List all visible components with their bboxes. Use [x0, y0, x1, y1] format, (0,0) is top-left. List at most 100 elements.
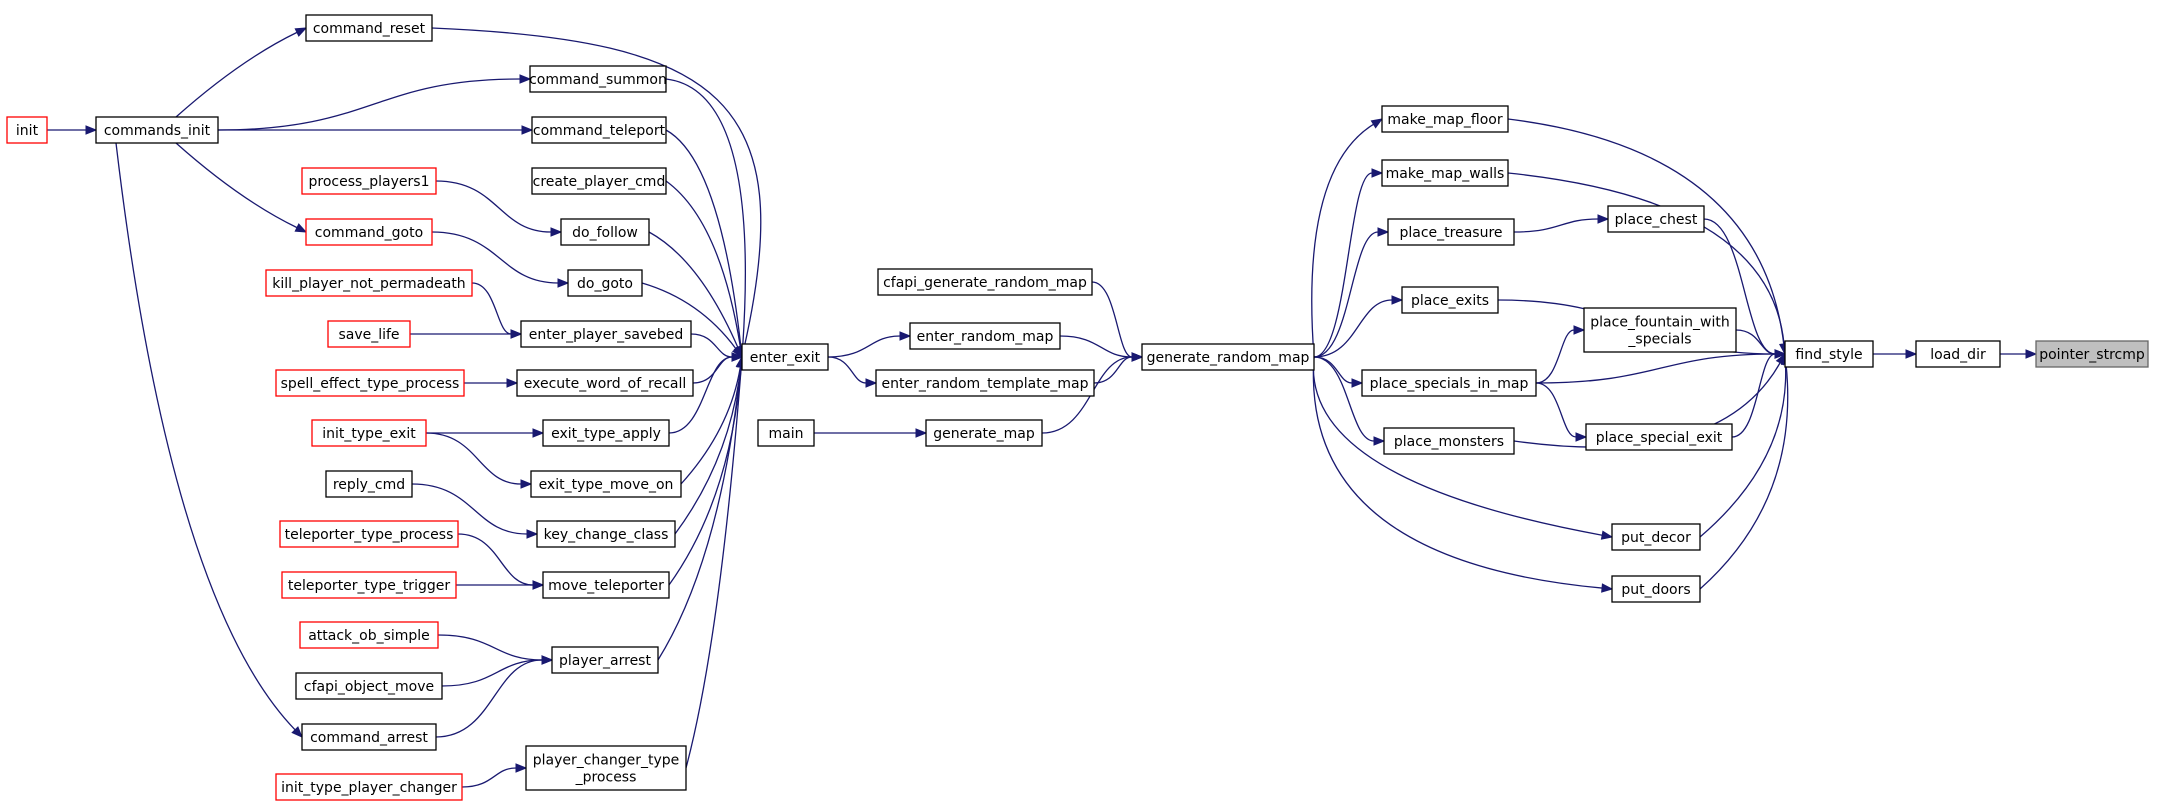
node-box-kill_player_not_permadeath[interactable] [265, 269, 473, 297]
node-kill_player_not_permadeath[interactable]: kill_player_not_permadeath [265, 269, 473, 297]
node-move_teleporter[interactable]: move_teleporter [542, 571, 670, 599]
node-box-key_change_class[interactable] [536, 520, 676, 548]
node-box-make_map_floor[interactable] [1381, 105, 1509, 133]
node-command_teleport[interactable]: command_teleport [531, 116, 667, 144]
node-box-pointer_strcmp[interactable] [2035, 340, 2149, 368]
node-box-place_fountain_with_specials[interactable] [1583, 307, 1737, 353]
node-box-spell_effect_type_process[interactable] [275, 369, 465, 397]
node-box-do_follow[interactable] [560, 218, 650, 246]
node-box-attack_ob_simple[interactable] [299, 621, 439, 649]
node-generate_map[interactable]: generate_map [925, 419, 1043, 447]
node-box-place_special_exit[interactable] [1585, 423, 1733, 451]
node-box-move_teleporter[interactable] [542, 571, 670, 599]
node-box-place_monsters[interactable] [1383, 427, 1515, 455]
node-teleporter_type_trigger[interactable]: teleporter_type_trigger [281, 571, 457, 599]
node-commands_init[interactable]: commands_init [95, 116, 219, 144]
node-command_goto[interactable]: command_goto [305, 218, 433, 246]
node-place_treasure[interactable]: place_treasure [1387, 218, 1515, 246]
node-box-enter_random_map[interactable] [909, 322, 1061, 350]
node-cfapi_generate_random_map[interactable]: cfapi_generate_random_map [877, 268, 1093, 296]
node-do_follow[interactable]: do_follow [560, 218, 650, 246]
node-box-init_type_player_changer[interactable] [275, 773, 463, 801]
node-init_type_exit[interactable]: init_type_exit [311, 419, 427, 447]
node-box-place_chest[interactable] [1607, 205, 1705, 233]
node-attack_ob_simple[interactable]: attack_ob_simple [299, 621, 439, 649]
node-box-find_style[interactable] [1784, 340, 1874, 368]
node-command_summon[interactable]: command_summon [529, 65, 667, 93]
node-box-create_player_cmd[interactable] [531, 167, 667, 195]
node-exit_type_apply[interactable]: exit_type_apply [542, 419, 670, 447]
node-init[interactable]: init [6, 116, 48, 144]
node-put_decor[interactable]: put_decor [1611, 523, 1701, 551]
node-box-make_map_walls[interactable] [1381, 159, 1509, 187]
node-box-enter_exit[interactable] [741, 343, 829, 371]
node-init_type_player_changer[interactable]: init_type_player_changer [275, 773, 463, 801]
node-box-command_reset[interactable] [305, 14, 433, 42]
node-box-load_dir[interactable] [1915, 340, 2001, 368]
node-enter_player_savebed[interactable]: enter_player_savebed [520, 320, 692, 348]
node-save_life[interactable]: save_life [327, 320, 411, 348]
node-box-exit_type_move_on[interactable] [530, 470, 682, 498]
node-place_fountain_with_specials[interactable]: place_fountain_with_specials [1583, 307, 1737, 353]
node-key_change_class[interactable]: key_change_class [536, 520, 676, 548]
node-player_changer_type_process[interactable]: player_changer_type_process [525, 745, 687, 791]
node-main[interactable]: main [757, 419, 815, 447]
node-box-command_summon[interactable] [529, 65, 667, 93]
node-teleporter_type_process[interactable]: teleporter_type_process [279, 520, 459, 548]
node-spell_effect_type_process[interactable]: spell_effect_type_process [275, 369, 465, 397]
node-pointer_strcmp[interactable]: pointer_strcmp [2035, 340, 2149, 368]
node-find_style[interactable]: find_style [1784, 340, 1874, 368]
node-box-place_specials_in_map[interactable] [1361, 369, 1537, 397]
node-box-teleporter_type_trigger[interactable] [281, 571, 457, 599]
node-put_doors[interactable]: put_doors [1611, 575, 1701, 603]
node-box-teleporter_type_process[interactable] [279, 520, 459, 548]
node-place_monsters[interactable]: place_monsters [1383, 427, 1515, 455]
node-box-enter_player_savebed[interactable] [520, 320, 692, 348]
node-command_arrest[interactable]: command_arrest [301, 723, 437, 751]
node-box-generate_random_map[interactable] [1141, 343, 1315, 371]
node-box-command_arrest[interactable] [301, 723, 437, 751]
node-enter_exit[interactable]: enter_exit [741, 343, 829, 371]
node-box-place_exits[interactable] [1401, 286, 1499, 314]
node-process_players1[interactable]: process_players1 [301, 167, 437, 195]
node-command_reset[interactable]: command_reset [305, 14, 433, 42]
node-box-process_players1[interactable] [301, 167, 437, 195]
node-box-init[interactable] [6, 116, 48, 144]
node-box-reply_cmd[interactable] [325, 470, 413, 498]
node-box-cfapi_object_move[interactable] [295, 672, 443, 700]
node-box-generate_map[interactable] [925, 419, 1043, 447]
node-make_map_walls[interactable]: make_map_walls [1381, 159, 1509, 187]
node-reply_cmd[interactable]: reply_cmd [325, 470, 413, 498]
node-enter_random_map[interactable]: enter_random_map [909, 322, 1061, 350]
node-box-do_goto[interactable] [567, 269, 643, 297]
node-place_chest[interactable]: place_chest [1607, 205, 1705, 233]
node-create_player_cmd[interactable]: create_player_cmd [531, 167, 667, 195]
node-box-command_teleport[interactable] [531, 116, 667, 144]
node-box-player_arrest[interactable] [551, 646, 659, 674]
node-box-init_type_exit[interactable] [311, 419, 427, 447]
node-cfapi_object_move[interactable]: cfapi_object_move [295, 672, 443, 700]
node-box-put_decor[interactable] [1611, 523, 1701, 551]
node-exit_type_move_on[interactable]: exit_type_move_on [530, 470, 682, 498]
node-box-save_life[interactable] [327, 320, 411, 348]
node-box-main[interactable] [757, 419, 815, 447]
node-place_special_exit[interactable]: place_special_exit [1585, 423, 1733, 451]
node-execute_word_of_recall[interactable]: execute_word_of_recall [516, 369, 694, 397]
node-box-commands_init[interactable] [95, 116, 219, 144]
node-box-execute_word_of_recall[interactable] [516, 369, 694, 397]
node-box-put_doors[interactable] [1611, 575, 1701, 603]
node-make_map_floor[interactable]: make_map_floor [1381, 105, 1509, 133]
node-box-exit_type_apply[interactable] [542, 419, 670, 447]
node-load_dir[interactable]: load_dir [1915, 340, 2001, 368]
node-place_exits[interactable]: place_exits [1401, 286, 1499, 314]
node-do_goto[interactable]: do_goto [567, 269, 643, 297]
node-place_specials_in_map[interactable]: place_specials_in_map [1361, 369, 1537, 397]
node-player_arrest[interactable]: player_arrest [551, 646, 659, 674]
node-generate_random_map[interactable]: generate_random_map [1141, 343, 1315, 371]
node-box-enter_random_template_map[interactable] [875, 369, 1095, 397]
node-box-command_goto[interactable] [305, 218, 433, 246]
node-box-player_changer_type_process[interactable] [525, 745, 687, 791]
node-box-place_treasure[interactable] [1387, 218, 1515, 246]
node-box-cfapi_generate_random_map[interactable] [877, 268, 1093, 296]
node-enter_random_template_map[interactable]: enter_random_template_map [875, 369, 1095, 397]
